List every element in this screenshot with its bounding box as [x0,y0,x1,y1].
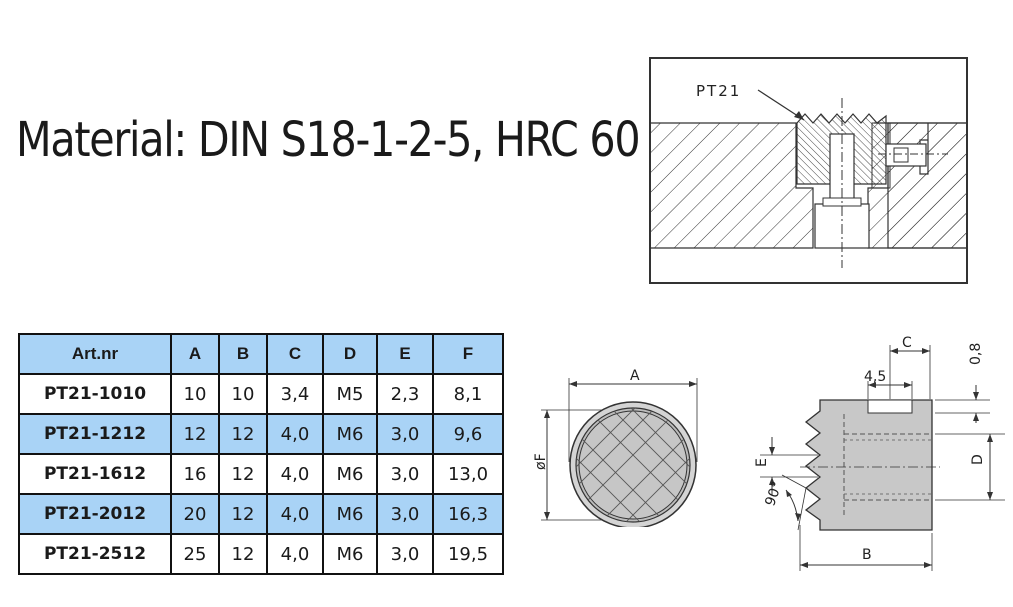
dim-d-label: D [970,454,986,465]
front-view-drawing: A øF [533,368,698,527]
side-view-drawing: C 4,5 0,8 D E 90° B [754,335,1005,571]
cell-d: M6 [322,493,378,535]
cell-b: 12 [218,453,268,495]
part-callout-label: PT21 [696,82,741,100]
table-row: PT21-1612 16 12 4,0 M6 3,0 13,0 [18,453,504,495]
cell-art-nr: PT21-1212 [18,413,172,455]
table-row: PT21-2012 20 12 4,0 M6 3,0 16,3 [18,493,504,535]
dim-c-value-label: 4,5 [864,369,886,385]
header-a: A [170,333,220,375]
header-e: E [376,333,434,375]
header-c: C [266,333,324,375]
dim-a-label: A [630,368,640,384]
cell-e: 3,0 [376,453,434,495]
cell-d: M6 [322,533,378,575]
cell-art-nr: PT21-2012 [18,493,172,535]
cell-d: M5 [322,373,378,415]
table-row: PT21-2512 25 12 4,0 M6 3,0 19,5 [18,533,504,575]
cell-f: 9,6 [432,413,504,455]
cell-d: M6 [322,453,378,495]
cell-a: 12 [170,413,220,455]
cell-b: 10 [218,373,268,415]
cell-c: 4,0 [266,453,324,495]
dim-f-label: øF [533,453,549,470]
cell-c: 4,0 [266,413,324,455]
cell-f: 13,0 [432,453,504,495]
spec-table: Art.nr A B C D E F PT21-1010 10 10 3,4 M… [18,333,504,575]
cell-art-nr: PT21-1612 [18,453,172,495]
cell-e: 3,0 [376,413,434,455]
cell-f: 16,3 [432,493,504,535]
dim-c-label: C [902,335,912,351]
cell-f: 19,5 [432,533,504,575]
table-row: PT21-1010 10 10 3,4 M5 2,3 8,1 [18,373,504,415]
cell-e: 3,0 [376,533,434,575]
cell-c: 4,0 [266,533,324,575]
dim-b-label: B [862,547,872,563]
angle-label: 90° [762,480,786,509]
table-header-row: Art.nr A B C D E F [18,333,504,375]
cell-art-nr: PT21-2512 [18,533,172,575]
header-art-nr: Art.nr [18,333,172,375]
cell-e: 2,3 [376,373,434,415]
material-heading: Material: DIN S18-1-2-5, HRC 60 [16,112,641,168]
dim-top-label: 0,8 [968,343,984,365]
assembly-section-drawing: PT21 [649,57,968,284]
cell-a: 25 [170,533,220,575]
cell-d: M6 [322,413,378,455]
cell-c: 3,4 [266,373,324,415]
dim-e-label: E [754,458,770,467]
table-row: PT21-1212 12 12 4,0 M6 3,0 9,6 [18,413,504,455]
cell-art-nr: PT21-1010 [18,373,172,415]
cell-e: 3,0 [376,493,434,535]
cell-c: 4,0 [266,493,324,535]
cell-b: 12 [218,533,268,575]
header-d: D [322,333,378,375]
header-b: B [218,333,268,375]
cell-b: 12 [218,413,268,455]
header-f: F [432,333,504,375]
cell-f: 8,1 [432,373,504,415]
cell-a: 16 [170,453,220,495]
cell-a: 20 [170,493,220,535]
cell-b: 12 [218,493,268,535]
cell-a: 10 [170,373,220,415]
